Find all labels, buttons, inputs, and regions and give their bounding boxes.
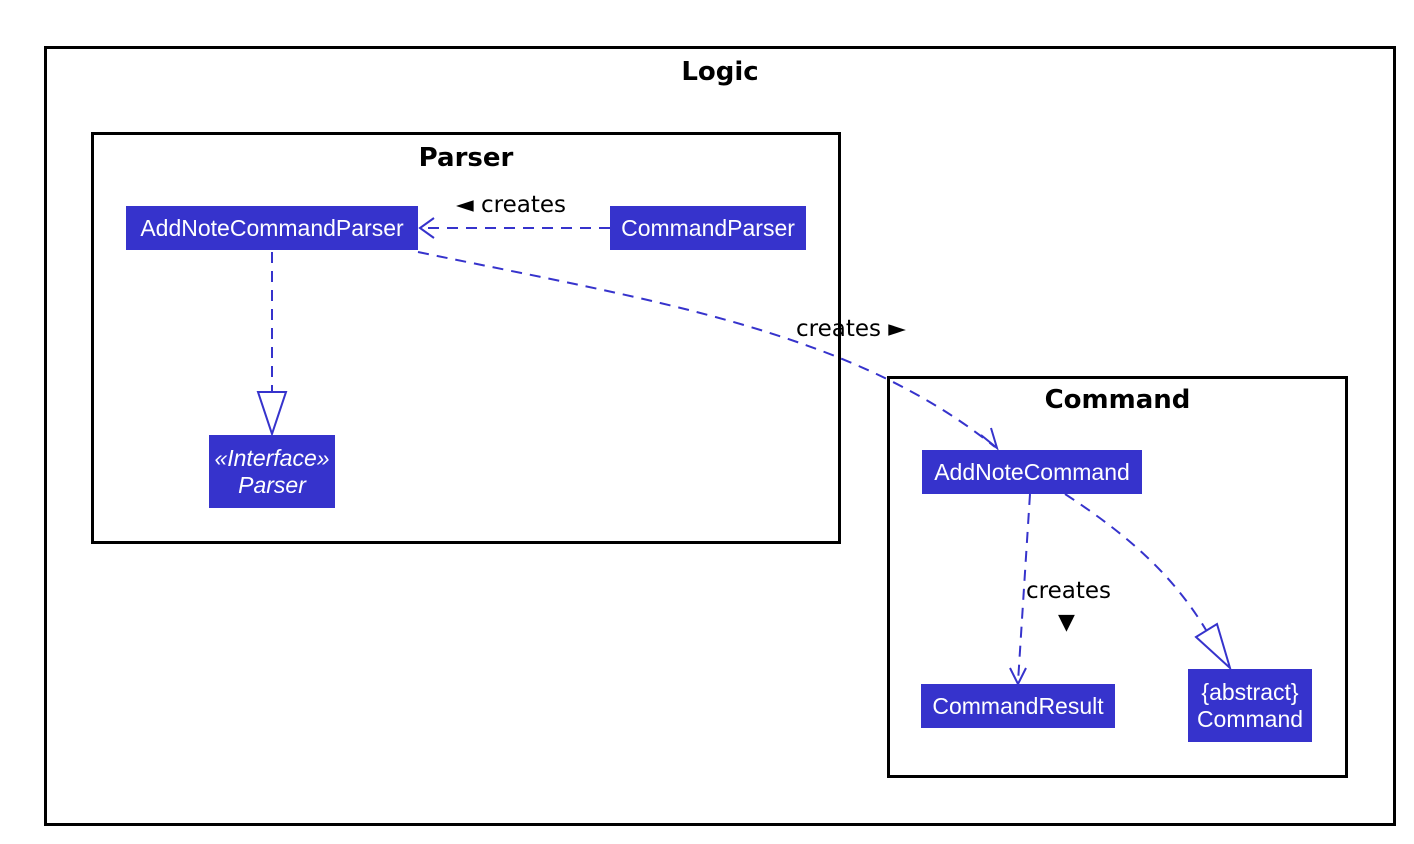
class-addnotecommand-name: AddNoteCommand [934, 458, 1130, 485]
class-parser-interface[interactable]: «Interface» Parser [209, 435, 335, 508]
class-command-abstract-name: Command [1196, 705, 1304, 732]
class-commandresult[interactable]: CommandResult [921, 684, 1115, 728]
parser-package: Parser [91, 132, 841, 544]
logic-package-title: Logic [681, 57, 759, 87]
class-addnotecommandparser[interactable]: AddNoteCommandParser [126, 206, 418, 250]
edge-addnotecommandparser-creates-addnotecommand [417, 251, 996, 448]
class-addnotecommand[interactable]: AddNoteCommand [922, 450, 1142, 494]
class-parser-interface-stereotype: «Interface» [214, 444, 330, 471]
command-package-title: Command [1044, 385, 1191, 415]
command-package: Command [887, 376, 1348, 778]
label-command-creates: creates ► [796, 316, 906, 342]
edge-addnotecommand-extends-command [1064, 493, 1207, 631]
class-addnotecommandparser-name: AddNoteCommandParser [140, 214, 404, 241]
parser-package-title: Parser [418, 143, 514, 173]
class-command-abstract-stereotype: {abstract} [1201, 678, 1299, 705]
class-command-abstract[interactable]: {abstract} Command [1188, 669, 1312, 742]
class-parser-interface-name: Parser [238, 471, 306, 498]
label-result-creates-arrow: ▼ [1058, 610, 1075, 635]
class-commandresult-name: CommandResult [932, 692, 1104, 719]
class-commandparser-name: CommandParser [621, 214, 795, 241]
class-commandparser[interactable]: CommandParser [610, 206, 806, 250]
arrowhead-addnotecommand [980, 427, 999, 451]
arrowhead-command-abstract [1194, 622, 1232, 672]
logic-package: Logic [44, 46, 1396, 826]
label-parser-creates: ◄ creates [456, 192, 566, 218]
label-result-creates: creates [1026, 578, 1111, 604]
arrowhead-addnotecommandparser [418, 217, 435, 239]
edge-addnotecommand-creates-commandresult [1017, 493, 1031, 683]
arrowhead-parser-interface [256, 391, 288, 438]
